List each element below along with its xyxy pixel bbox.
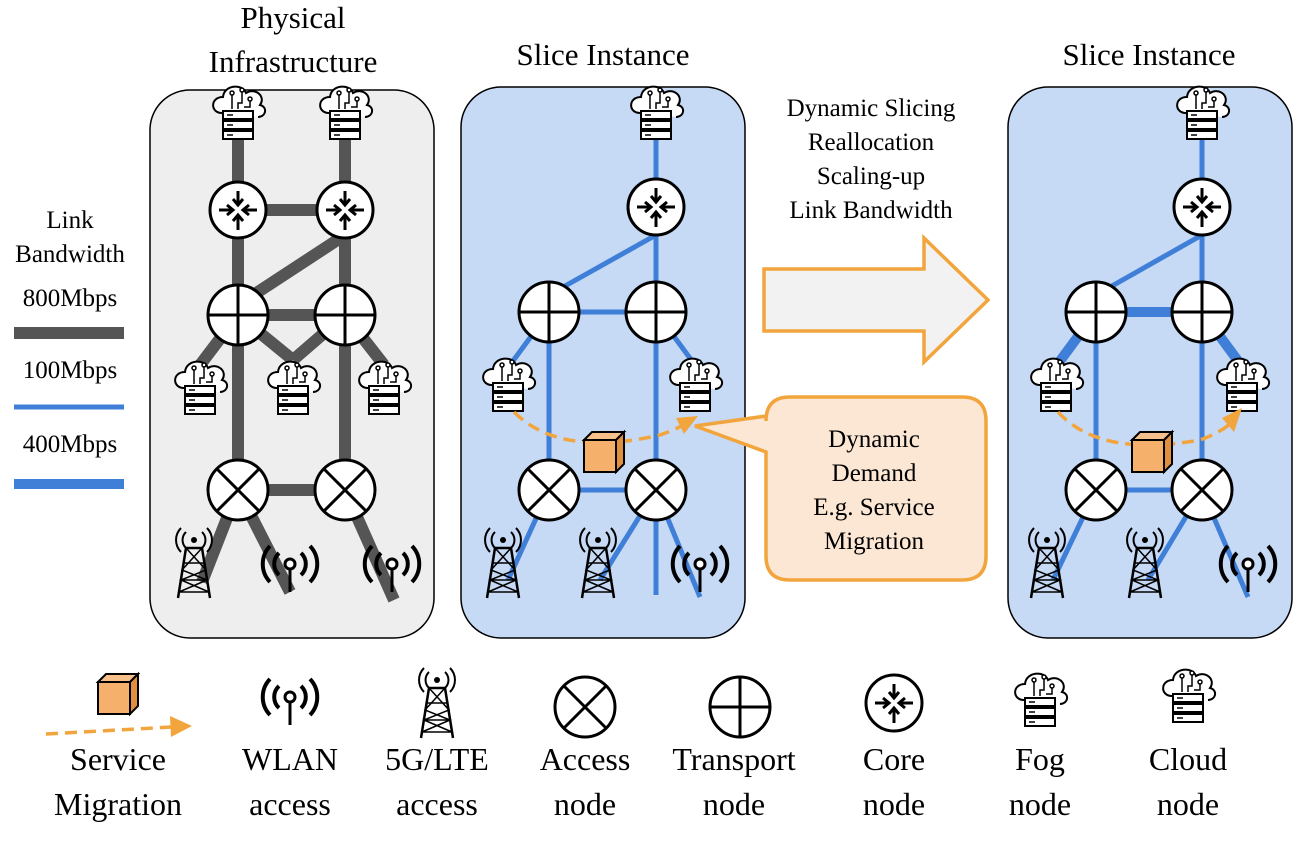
service-migration-arrowhead [170,716,192,737]
legend-label-cell-tower-line1: 5G/LTE [385,741,489,777]
legend-label-wlan-line1: WLAN [242,741,338,777]
legend-label-wlan-line2: access [249,786,331,822]
core-node-icon [864,673,924,733]
migration-arrowhead-left [676,416,698,434]
fog-node-icon [1014,672,1069,727]
legend-label-transport-node-line1: Transport [672,741,795,777]
access-node-icon [206,458,270,522]
legend-label-service-migration-line1: Service [70,741,166,777]
legend-label-fog-node-line2: node [1009,786,1071,822]
legend-label-core-node-line2: node [863,786,925,822]
link-legend-label: 400Mbps [23,431,117,458]
link-legend-label: 800Mbps [23,285,117,312]
arrow-text-line: Reallocation [808,129,935,156]
transport-node-icon [1064,280,1128,344]
link-legend-title-line2: Bandwidth [15,241,125,268]
legend-label-fog-node-line1: Fog [1015,741,1065,777]
transport-node-icon [1170,280,1234,344]
legend-label-cloud-node-line1: Cloud [1149,741,1227,777]
access-node-icon [313,458,377,522]
legend-label-service-migration-line2: Migration [54,786,182,822]
link-legend-title-line1: Link [46,207,94,234]
callout-text-line: Demand [832,460,917,487]
migration-arrow-right [1056,410,1234,447]
transport-node-icon [206,283,270,347]
service-box-icon [1131,431,1173,473]
access-node-icon [1170,458,1234,522]
access-node-icon [517,458,581,522]
service-migration-icon [97,673,139,715]
physical-title-line2: Infrastructure [209,44,378,79]
callout-text-line: Dynamic [828,426,920,453]
legend-label-cell-tower-line2: access [396,786,478,822]
slice-left-title: Slice Instance [516,37,689,72]
dynamic-slicing-arrow [762,233,991,367]
transport-node-icon [708,675,772,739]
service-box-icon [583,431,625,473]
cell-tower-icon [417,666,457,740]
core-node-icon [626,177,686,237]
dynamic-demand-callout [694,395,988,582]
access-node-icon [624,458,688,522]
arrow-text-line: Scaling-up [817,163,925,190]
legend-label-core-node-line1: Core [863,741,925,777]
legend-label-transport-node-line2: node [703,786,765,822]
callout-text-line: Migration [824,528,924,555]
access-node-icon [1064,458,1128,522]
access-node-icon [553,675,617,739]
legend-label-access-node-line1: Access [540,741,631,777]
arrow-text-line: Link Bandwidth [789,197,953,224]
slice-link [547,232,658,298]
wlan-icon [260,677,320,727]
arrow-text-line: Dynamic Slicing [787,95,956,122]
core-node-icon [315,180,375,240]
migration-arrow-left [512,410,690,445]
cloud-node-icon [1162,668,1217,723]
legend-label-cloud-node-line2: node [1157,786,1219,822]
physical-title-line1: Physical [240,0,345,35]
core-node-icon [208,180,268,240]
legend-label-access-node-line2: node [554,786,616,822]
migration-arrowhead-right [1222,408,1242,432]
transport-node-icon [517,280,581,344]
transport-node-icon [313,283,377,347]
service-migration-arrow-icon [45,725,173,736]
transport-node-icon [624,280,688,344]
slice-right-title: Slice Instance [1062,37,1235,72]
link-legend-label: 100Mbps [23,357,117,384]
core-node-icon [1172,177,1232,237]
slice-link [1094,232,1204,298]
callout-text-line: E.g. Service [813,494,934,521]
